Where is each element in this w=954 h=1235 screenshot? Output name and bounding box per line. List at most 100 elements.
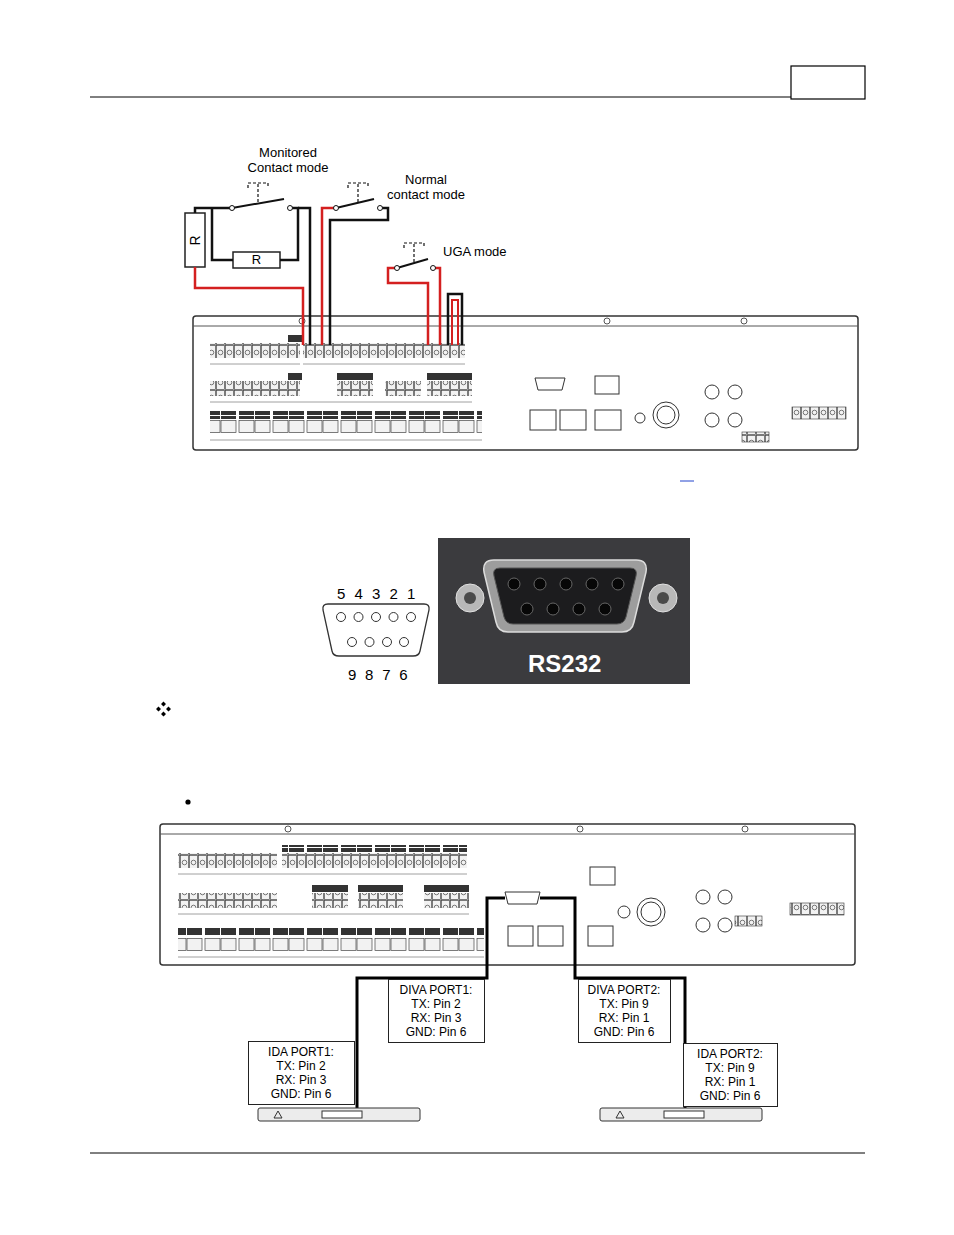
port-box: DIVA PORT1:TX: Pin 2RX: Pin 3GND: Pin 6 — [388, 979, 485, 1043]
resistor-symbol — [233, 252, 280, 268]
strip-caption-line — [210, 440, 482, 441]
zone-strip — [178, 937, 484, 951]
mic-terminal — [742, 432, 769, 442]
panel-flange — [160, 834, 855, 835]
socket-hole — [547, 603, 559, 615]
terminal-tag — [427, 373, 472, 380]
wire-red — [388, 268, 428, 345]
pin-hole — [383, 638, 392, 647]
evacuation-input-strip — [282, 853, 467, 868]
page-number-box — [791, 66, 865, 99]
terminal-tag — [312, 885, 348, 892]
switch-actuator — [248, 183, 268, 202]
pin-hole — [400, 638, 409, 647]
rj45-port — [530, 410, 556, 430]
hex-post — [456, 584, 484, 612]
strip-caption-line — [178, 874, 467, 875]
gain-knob — [618, 906, 630, 918]
power-terminal — [790, 903, 844, 915]
ethernet-port — [595, 376, 619, 394]
pin-hole — [389, 613, 398, 622]
gain-knob — [635, 413, 645, 423]
wire-black — [195, 208, 232, 213]
resistor-label: R — [187, 235, 204, 245]
serial-cables — [357, 898, 685, 1108]
switch-actuator — [404, 243, 424, 262]
footer-rule — [90, 1153, 865, 1154]
terminal-strip — [337, 381, 373, 396]
panel-screw — [741, 318, 747, 324]
switch-contact — [288, 206, 293, 211]
resistor-label: R — [252, 252, 261, 268]
connector-label: RS232 — [528, 650, 601, 678]
connector-shell — [484, 560, 647, 632]
rca-jack — [728, 413, 742, 427]
rear-panel-top — [193, 316, 858, 450]
pin-hole — [354, 613, 363, 622]
db9-pinout — [323, 604, 429, 656]
wire-red — [433, 268, 440, 345]
device-display — [322, 1111, 362, 1118]
socket-hole — [612, 578, 624, 590]
socket-hole — [508, 578, 520, 590]
rca-jack — [728, 385, 742, 399]
pin-assignment: TX: Pin 9 — [692, 1061, 769, 1075]
socket-hole — [573, 603, 585, 615]
socket-hole — [599, 603, 611, 615]
terminal-strip — [427, 381, 472, 396]
pin-assignment: TX: Pin 9 — [587, 997, 662, 1011]
switch-contact — [230, 206, 235, 211]
connector-insert — [494, 568, 637, 624]
zone-tags — [210, 411, 482, 419]
evacuation-input-strip — [303, 343, 465, 358]
db9-port — [535, 378, 565, 390]
xlr-inner — [657, 406, 675, 424]
hex-post-hole — [464, 592, 476, 604]
ida-devices — [258, 1108, 762, 1121]
pin-assignment: RX: Pin 1 — [587, 1011, 662, 1025]
terminal-strip — [358, 893, 403, 908]
page-header — [90, 66, 865, 99]
pin-assignment: RX: Pin 3 — [257, 1073, 346, 1087]
rack-unit — [258, 1108, 420, 1121]
terminal-tag — [337, 373, 373, 380]
mode-label: Normal contact mode — [385, 172, 467, 202]
switch-contact — [334, 206, 339, 211]
switch-blade — [336, 199, 374, 208]
power-terminal — [792, 407, 846, 419]
wire-red — [195, 267, 303, 345]
port-box: DIVA PORT2:TX: Pin 9RX: Pin 1GND: Pin 6 — [578, 979, 671, 1043]
control-output-strip — [178, 893, 277, 908]
zone-tags — [178, 928, 484, 936]
port-heading: IDA PORT2: — [692, 1047, 769, 1061]
pin-assignment: TX: Pin 2 — [257, 1059, 346, 1073]
rj45-port — [595, 410, 621, 430]
rj45-port — [588, 926, 613, 946]
dot-bullet — [185, 799, 190, 804]
strip-caption-line — [210, 364, 300, 365]
socket-hole — [534, 578, 546, 590]
device-display — [664, 1111, 704, 1118]
panel-body — [160, 824, 855, 965]
strip-caption-line — [178, 957, 484, 958]
zone-strip — [210, 420, 482, 434]
strip-caption-line — [303, 364, 465, 365]
socket-hole — [560, 578, 572, 590]
switch-contact — [431, 266, 436, 271]
control-input-strip — [210, 343, 300, 358]
link-underline — [680, 481, 694, 482]
wire-red — [452, 300, 458, 345]
pin-assignment: RX: Pin 1 — [692, 1075, 769, 1089]
db9-port — [505, 892, 540, 904]
contact-wiring — [185, 183, 462, 345]
panel-screw — [285, 826, 291, 832]
wire-black — [212, 208, 233, 260]
pin-hole — [365, 638, 374, 647]
terminal-tag — [288, 335, 302, 342]
rca-jack — [705, 385, 719, 399]
panel-body — [193, 316, 858, 450]
port-heading: DIVA PORT1: — [397, 983, 476, 997]
panel-screw — [577, 826, 583, 832]
